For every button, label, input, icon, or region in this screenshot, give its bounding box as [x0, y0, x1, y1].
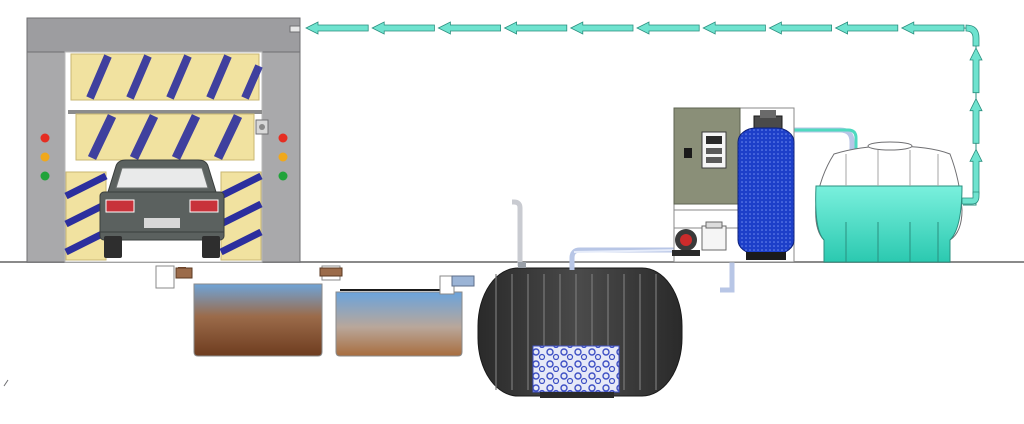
- car-rear-view: [99, 159, 225, 258]
- flow-arrow-bend: [965, 24, 980, 47]
- sedimentation-pit-1: [155, 265, 323, 357]
- flow-arrow-left: [702, 21, 766, 35]
- flow-arrow-left: [834, 21, 899, 35]
- vent-pipe: [512, 199, 523, 266]
- flow-arrow-left: [636, 21, 700, 35]
- car-wash-gantry: [26, 17, 301, 263]
- flow-arrow-left: [437, 21, 501, 35]
- tank-outlet-pipe: [961, 191, 980, 205]
- tail-light-left: [105, 199, 135, 213]
- pressure-filter: [737, 110, 795, 260]
- aqua-feed-pipe: [794, 128, 858, 158]
- side-brush-left: [64, 171, 108, 261]
- pit-connector-1: [319, 265, 343, 281]
- gantry-top-beam: [26, 17, 301, 53]
- tail-light-right: [189, 199, 219, 213]
- flow-arrow-left: [768, 21, 832, 35]
- biological-media-bed: [532, 345, 620, 393]
- top-brush-lower: [75, 113, 255, 161]
- flow-arrow-left: [503, 21, 568, 35]
- flow-arrow-left: [371, 21, 435, 35]
- flow-arrow-up: [969, 47, 983, 94]
- side-brush-right: [219, 171, 263, 261]
- top-brush-upper: [70, 53, 263, 101]
- flow-arrow-left: [569, 21, 634, 35]
- brush-axle: [68, 110, 262, 114]
- flow-arrow-left: [305, 21, 369, 35]
- recycled-water-tank: [815, 141, 963, 263]
- flow-arrow-up: [969, 97, 983, 144]
- underground-treatment-tank: [477, 199, 683, 398]
- sedimentation-pit-2: [335, 275, 475, 357]
- flow-arrow-up: [969, 148, 983, 195]
- pump-icon: [672, 229, 700, 256]
- signal-lights-left: [40, 133, 50, 181]
- flow-arrow-left: [900, 21, 965, 35]
- recycled-water-return-line: [305, 21, 983, 206]
- signal-lights-right: [278, 133, 288, 181]
